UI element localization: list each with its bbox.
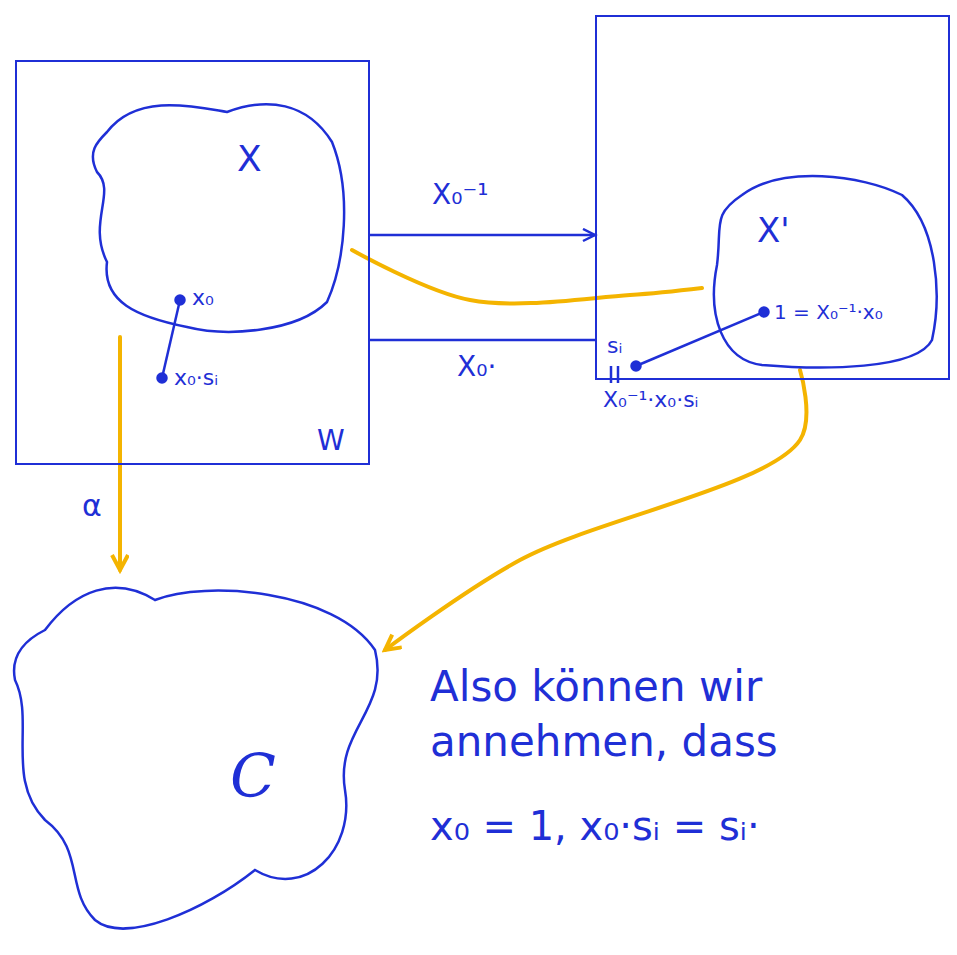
math-label: 1 = X₀⁻¹·x₀ bbox=[774, 300, 883, 324]
blob-outline bbox=[14, 588, 378, 929]
connector bbox=[118, 337, 122, 570]
edge-label: X₀⁻¹ bbox=[430, 178, 490, 212]
math-label: x₀ bbox=[192, 285, 214, 311]
note-text: Also können wir annehmen, dass bbox=[430, 660, 930, 769]
math-label: X' bbox=[757, 210, 790, 251]
edge-label: α bbox=[80, 488, 104, 524]
math-label: sᵢ bbox=[607, 333, 622, 359]
formula-text: x₀ = 1, x₀·sᵢ = sᵢ· bbox=[430, 800, 940, 852]
connector bbox=[385, 370, 806, 650]
math-label: X bbox=[237, 137, 262, 180]
point-segment bbox=[636, 312, 764, 366]
connector bbox=[352, 250, 702, 303]
set-blob: Xx₀ bbox=[77, 92, 352, 337]
point-dot bbox=[158, 374, 167, 383]
math-label: C bbox=[230, 740, 276, 812]
point-dot bbox=[176, 296, 185, 305]
math-label: W bbox=[317, 424, 345, 458]
blob-outline bbox=[714, 176, 937, 367]
set-blob: X' 1 = X₀⁻¹·x₀ bbox=[702, 165, 942, 370]
space-box: X'1 = X₀⁻¹·x₀sᵢX₀⁻¹·x₀·sᵢ bbox=[595, 15, 950, 380]
point-dot bbox=[760, 308, 769, 317]
point-dot bbox=[632, 362, 641, 371]
blob-outline bbox=[5, 570, 385, 945]
edge-label: X₀· bbox=[455, 350, 498, 384]
blob-outline bbox=[702, 165, 942, 370]
space-box: Xx₀ x₀·sᵢW bbox=[15, 60, 370, 465]
blob-outline bbox=[93, 104, 344, 331]
equals-symbol bbox=[610, 366, 613, 383]
connector bbox=[370, 339, 595, 342]
math-label: x₀·sᵢ bbox=[174, 365, 218, 391]
connector bbox=[370, 234, 595, 237]
target-blob: C bbox=[5, 570, 385, 945]
equals-symbol bbox=[617, 366, 620, 383]
math-label: X₀⁻¹·x₀·sᵢ bbox=[603, 387, 699, 413]
blob-outline bbox=[77, 92, 352, 337]
